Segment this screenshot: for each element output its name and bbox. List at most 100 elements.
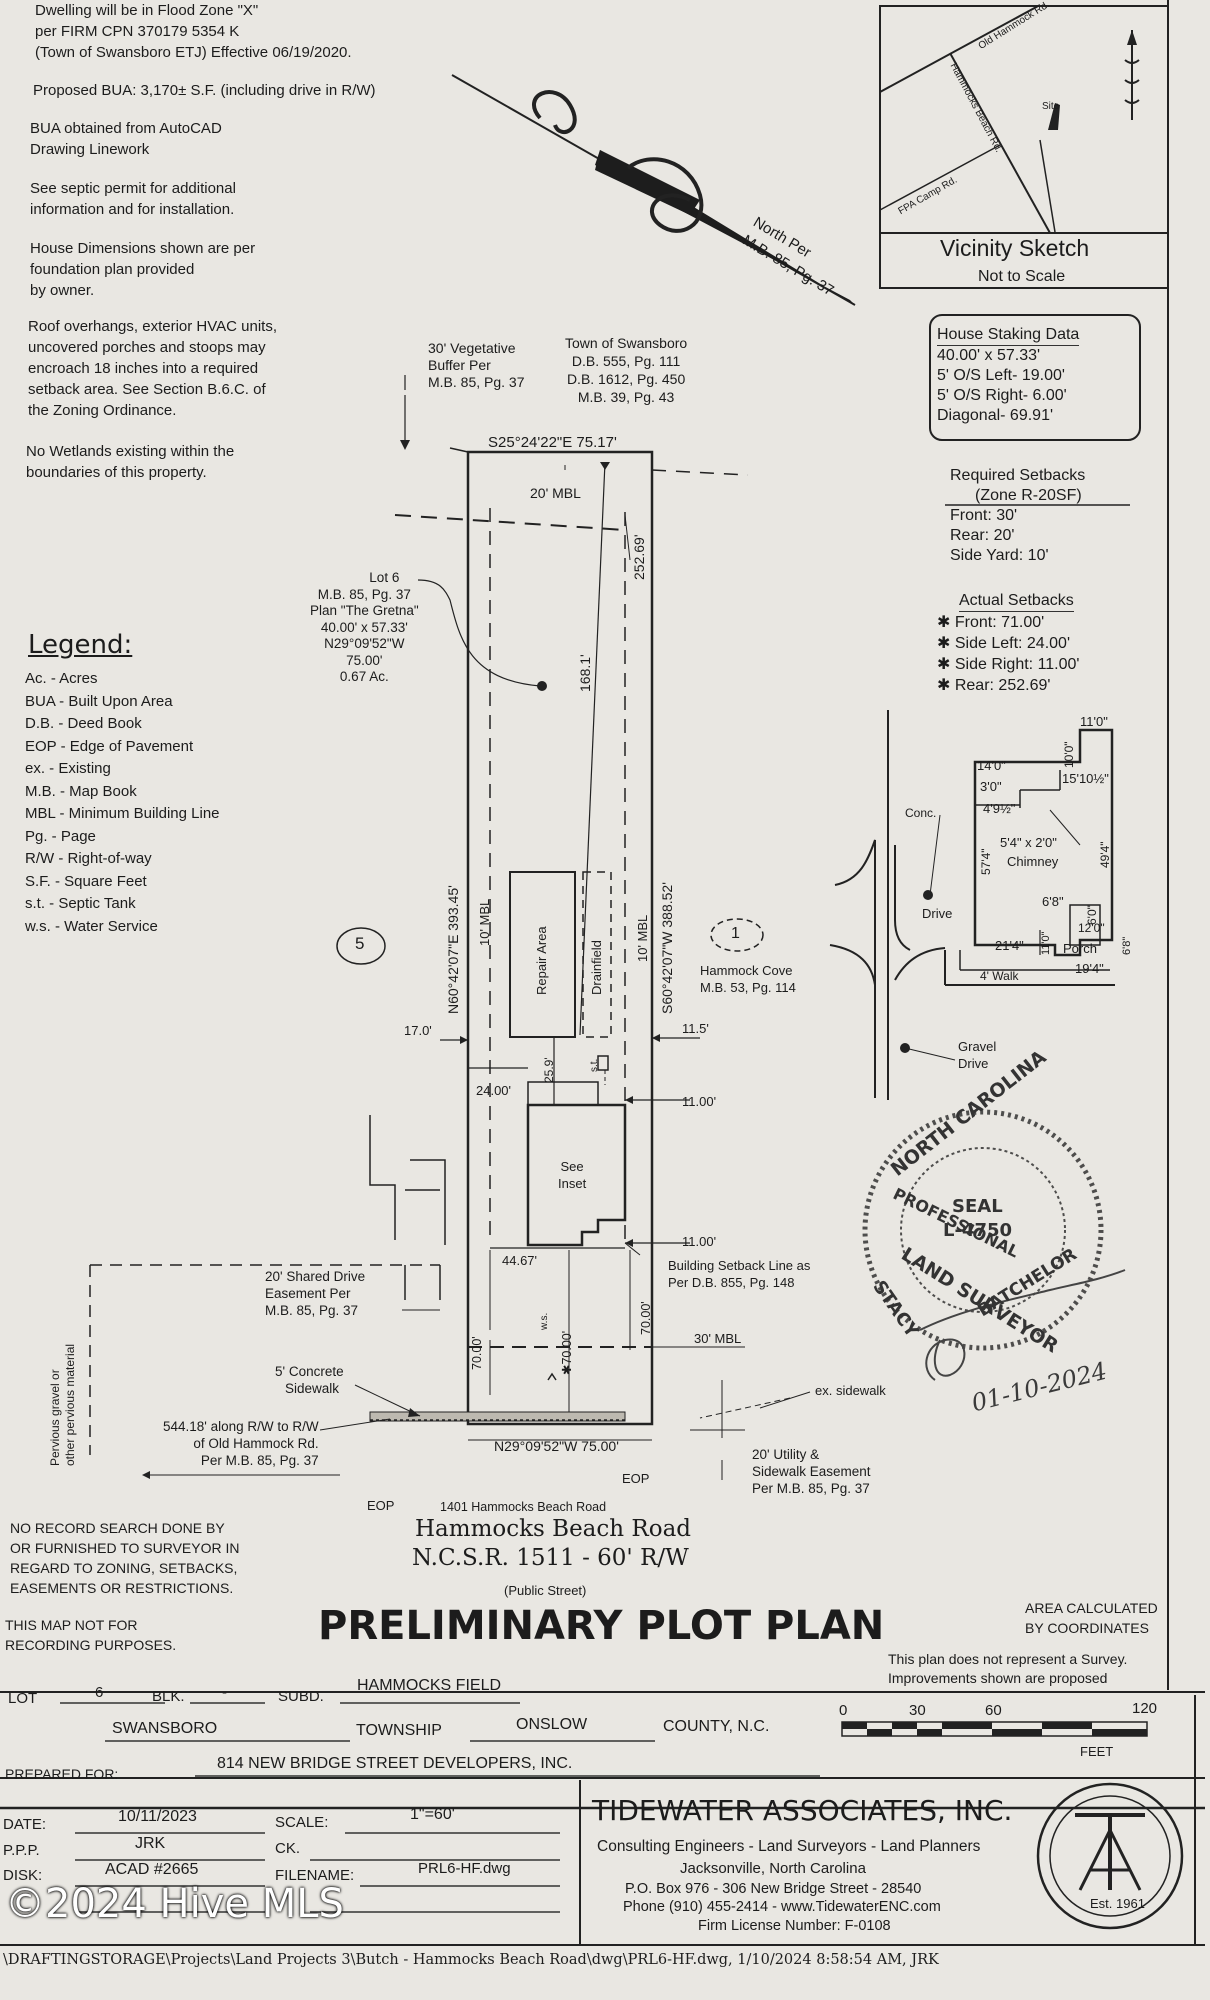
disk-value: ACAD #2665 <box>105 1861 199 1878</box>
inset-dim: 15'10½" <box>1062 771 1109 786</box>
inset-dim: 19'4" <box>1075 961 1104 976</box>
autocad-note: BUA obtained from AutoCAD Drawing Linewo… <box>30 118 222 160</box>
septic-note: See septic permit for additional informa… <box>30 178 236 220</box>
note-line: No Wetlands existing within the <box>26 443 235 460</box>
vicinity-title: Vicinity Sketch <box>940 235 1090 261</box>
label-line: M.B. 53, Pg. 114 <box>700 980 796 995</box>
note-line: per FIRM CPN 370179 5354 K <box>35 23 240 40</box>
legend-title: Legend: <box>28 630 133 660</box>
inset-dim: 49'4" <box>1098 841 1112 868</box>
label-line: Per M.B. 85, Pg. 37 <box>752 1481 870 1496</box>
dim-70-c: 70.00' <box>639 1301 653 1335</box>
dim-11-5: 11.5' <box>682 1021 709 1036</box>
label-line: M.B. 85, Pg. 37 <box>428 374 525 390</box>
label-line: 5' Concrete <box>275 1364 344 1379</box>
legend-item: EOP - Edge of Pavement <box>25 737 194 755</box>
house-dims-note: House Dimensions shown are per foundatio… <box>30 238 255 301</box>
note-line: House Dimensions shown are per <box>30 240 256 257</box>
note-line: uncovered porches and stoops may <box>28 339 266 356</box>
address-label: 1401 Hammocks Beach Road <box>440 1500 607 1514</box>
front-mbl-label: 30' MBL <box>694 1331 742 1346</box>
dim-11-a: 11.00' <box>682 1094 717 1109</box>
house-inset-drawing <box>829 710 1115 1100</box>
subd-field-value: HAMMOCKS FIELD <box>357 1677 502 1694</box>
label-line: BY COORDINATES <box>1025 1620 1149 1636</box>
inset-dim: 11'0" <box>1040 931 1052 955</box>
date-label: DATE: <box>3 1816 47 1833</box>
label-line: Hammock Cove <box>700 963 793 978</box>
along-row-note: 544.18' along R/W to R/W of Old Hammock … <box>163 1418 319 1469</box>
lot-6-label: Lot 6 M.B. 85, Pg. 37 Plan "The Gretna" … <box>310 570 419 686</box>
seal-word: SEAL <box>952 1196 1003 1217</box>
inset-dim: 10'0" <box>1062 741 1076 768</box>
staking-line: Diagonal- 69.91' <box>937 407 1054 424</box>
town-label: Town of Swansboro D.B. 555, Pg. 111 D.B.… <box>565 334 687 406</box>
setback-line: Rear: 20' <box>950 527 1015 544</box>
tidewater-logo-icon <box>1036 1782 1184 1930</box>
company-city: Jacksonville, North Carolina <box>680 1860 866 1877</box>
label-line: Improvements shown are proposed <box>888 1670 1108 1686</box>
label-line: M.B. 85, Pg. 37 <box>317 586 411 602</box>
dim-25-9: 25.9' <box>542 1057 556 1083</box>
required-setbacks-title: Required Setbacks <box>950 467 1086 484</box>
rear-mbl-label: 20' MBL <box>530 485 581 501</box>
label-line: Plan "The Gretna" <box>310 603 419 618</box>
seal-number: L-4750 <box>943 1220 1013 1241</box>
prepared-for-value: 814 NEW BRIDGE STREET DEVELOPERS, INC. <box>217 1755 573 1772</box>
note-line: setback area. See Section B.6.C. of <box>28 381 266 398</box>
label-line: 40.00' x 57.33' <box>320 619 408 635</box>
front-bearing: N29°09'52"W 75.00' <box>494 1438 619 1454</box>
legend-item: BUA - Built Upon Area <box>25 692 173 710</box>
township-label: TOWNSHIP <box>356 1722 442 1739</box>
scale-tick-30: 30 <box>909 1702 926 1719</box>
required-setbacks: Required Setbacks (Zone R-20SF) Front: 3… <box>950 466 1085 566</box>
file-path-footer: \DRAFTINGSTORAGE\Projects\Land Projects … <box>3 1952 939 1968</box>
note-line: Dwelling will be in Flood Zone "X" <box>35 2 259 19</box>
inset-dim: 21'4" <box>995 938 1024 953</box>
dim-70-a: 70.00' <box>470 1336 484 1370</box>
filename-label: FILENAME: <box>275 1867 355 1884</box>
label-line: 0.67 Ac. <box>339 669 389 684</box>
ex-sidewalk-label: ex. sidewalk <box>815 1383 886 1398</box>
mls-watermark: ©2024 Hive MLS <box>5 1881 344 1927</box>
dim-44-67: 44.67' <box>502 1253 538 1268</box>
label-line: AREA CALCULATED <box>1025 1600 1158 1616</box>
label-line: D.B. 555, Pg. 111 <box>571 353 681 369</box>
township-value: SWANSBORO <box>112 1720 218 1737</box>
roof-overhang-note: Roof overhangs, exterior HVAC units, unc… <box>28 316 277 421</box>
lot-5-number: 5 <box>355 934 365 953</box>
setback-line: Side Yard: 10' <box>950 547 1049 564</box>
note-line: encroach 18 inches into a required <box>28 360 259 377</box>
scale-bar <box>841 1721 1148 1737</box>
label-line: other pervious material <box>63 1343 77 1466</box>
wetlands-note: No Wetlands existing within the boundari… <box>26 441 234 483</box>
vicinity-site-label: Site <box>1042 101 1060 112</box>
staking-title: House Staking Data <box>937 325 1080 346</box>
zone-label: (Zone R-20SF) <box>975 487 1082 504</box>
inset-dim: 6'8" <box>1042 894 1064 909</box>
dim-70-b: ✱70.00' <box>560 1330 574 1375</box>
walk-label: 4' Walk <box>980 969 1019 983</box>
actual-setbacks-title: Actual Setbacks <box>959 590 1074 612</box>
label-line: 20' Shared Drive <box>265 1269 366 1284</box>
label-line: M.B. 85, Pg. 37 <box>265 1303 359 1318</box>
company-established: Est. 1961 <box>1090 1896 1145 1911</box>
bua-note: Proposed BUA: 3,170± S.F. (including dri… <box>33 82 376 99</box>
label-line: NO RECORD SEARCH DONE BY <box>10 1520 225 1536</box>
legend-item: D.B. - Deed Book <box>25 715 142 732</box>
scale-value: 1"=60' <box>410 1806 455 1823</box>
chimney-label: Chimney <box>1007 854 1059 869</box>
setback-line: Front: 30' <box>950 507 1018 524</box>
label-line: N29°09'52"W <box>324 636 405 651</box>
lot-field-value: 6 <box>95 1684 104 1701</box>
inset-dim: 14'0" <box>977 758 1006 773</box>
note-line: See septic permit for additional <box>30 180 236 197</box>
dim-24: 24.00' <box>476 1083 512 1098</box>
prepared-for-label: PREPARED FOR: <box>5 1766 119 1782</box>
label-line: Building Setback Line as <box>668 1258 811 1273</box>
area-calculated-note: AREA CALCULATED BY COORDINATES <box>1025 1598 1158 1638</box>
buffer-label: 30' Vegetative Buffer Per M.B. 85, Pg. 3… <box>428 340 525 391</box>
legend-item: s.t. - Septic Tank <box>25 895 136 912</box>
scale-tick-120: 120 <box>1132 1700 1158 1717</box>
